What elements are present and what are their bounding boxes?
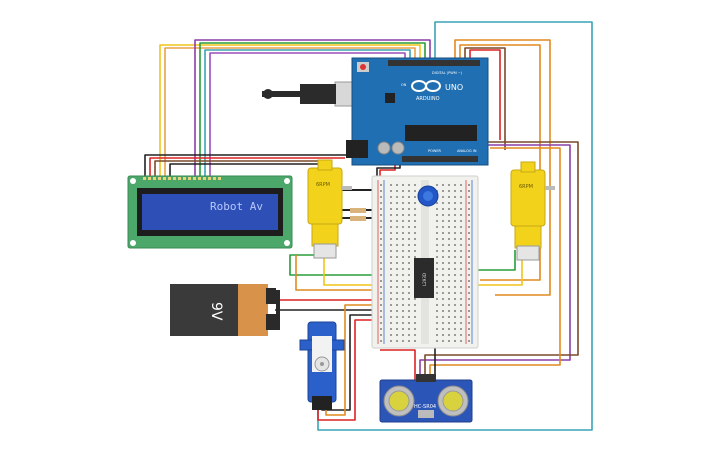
servo-motor: [299, 321, 345, 410]
lcd-text: Robot Av: [210, 200, 263, 213]
wire-brown-top: [464, 47, 506, 150]
wire-lcd-brown: [154, 160, 330, 178]
wire-orange-right: [429, 147, 561, 382]
wire-servo-orange: [325, 304, 380, 416]
wire-sensor-red: [380, 349, 416, 382]
wire-orange-1: [454, 39, 551, 296]
power-header: [402, 156, 478, 162]
resistor-1: [350, 208, 366, 213]
wire-teal-long: [317, 21, 593, 431]
resistor-2: [350, 216, 366, 221]
motor-driver-chip: [414, 258, 434, 298]
wire-motor-l-orange: [295, 255, 380, 291]
wire-brown-right: [424, 141, 579, 382]
potentiometer[interactable]: [417, 185, 439, 207]
dc-motor-left: 6RPM: [307, 159, 352, 259]
ultrasonic-label: HC-SR04: [414, 404, 436, 410]
battery-9v: 9V: [170, 284, 280, 336]
ultrasonic-sensor: HC-SR04: [379, 374, 473, 423]
wire-lcd-purple-1: [194, 39, 431, 178]
arduino-model: UNO: [445, 83, 463, 92]
wire-red-top: [469, 49, 501, 140]
motor-left-label: 6RPM: [316, 182, 330, 188]
arduino-uno: ARDUINO UNO DIGITAL (PWM ~) POWER ANALOG…: [262, 57, 489, 166]
arduino-analog-label: ANALOG IN: [457, 149, 477, 153]
wire-lcd-purple-2: [209, 52, 406, 178]
wire-lcd-black-2: [169, 163, 320, 178]
arduino-onoff-label: ON: [401, 83, 407, 87]
arduino-logo-icon: [411, 80, 441, 92]
driver-chip-label: L293D: [422, 273, 427, 286]
wires: [144, 21, 593, 431]
dc-motor-right: 6RPM: [510, 161, 555, 261]
arduino-digital-label: DIGITAL (PWM ~): [432, 71, 463, 75]
wire-lcd-yellow: [159, 44, 421, 178]
wire-lcd-green: [199, 42, 426, 178]
lcd-display: Robot Av: [127, 175, 293, 249]
breadboard: L293D: [350, 175, 479, 349]
wire-lcd-orange: [164, 47, 416, 178]
wire-motor-l-yellow: [323, 255, 380, 286]
battery-label: 9V: [208, 302, 224, 321]
lcd-screen: [142, 194, 278, 230]
arduino-brand: ARDUINO: [416, 96, 440, 102]
wire-lcd-red-1: [149, 157, 345, 178]
arduino-power-label: POWER: [428, 149, 442, 153]
wire-motor-r-yellow: [470, 250, 523, 286]
digital-header: [388, 60, 480, 66]
wire-orange-2: [459, 44, 541, 281]
wire-motor-r-green: [470, 250, 516, 271]
lcd-pins: [143, 177, 221, 180]
motor-right-label: 6RPM: [519, 184, 533, 190]
power-jack: [346, 140, 368, 158]
wire-lcd-black-1: [144, 154, 350, 178]
atmega-chip: [405, 125, 477, 141]
wire-lcd-teal: [204, 49, 411, 178]
wire-sensor-black: [434, 344, 470, 382]
wire-motor-l-green: [289, 254, 380, 276]
wire-servo-red: [317, 319, 380, 421]
wire-purple-right: [419, 144, 571, 382]
